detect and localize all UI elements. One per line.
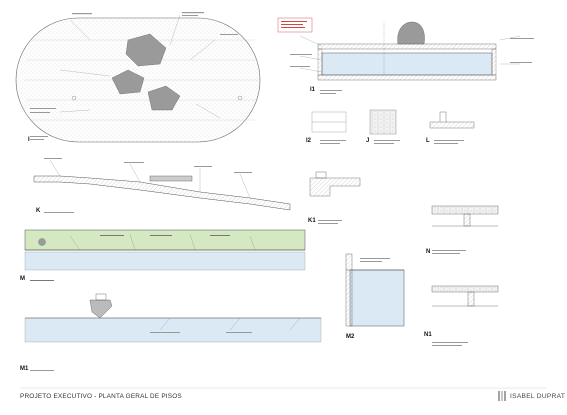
detail-label-m2: M2 [346, 334, 355, 340]
brand-name: ISABEL DUPRAT [510, 392, 566, 400]
water-area [24, 251, 306, 271]
detail-label-j: J [366, 138, 370, 144]
detail-label-k: K [36, 208, 41, 214]
rock-2 [111, 69, 145, 95]
brand-logo-icon [498, 391, 506, 401]
detail-k-section [33, 158, 291, 213]
detail-label-n: N [426, 249, 431, 255]
detail-label-l: L [426, 138, 430, 144]
detail-i-plan [15, 12, 261, 143]
detail-label-n1: N1 [424, 332, 432, 338]
detail-m1-section [24, 293, 322, 371]
detail-j [369, 109, 400, 144]
detail-i2 [311, 111, 347, 144]
detail-k1 [309, 171, 361, 224]
lawn-area [24, 229, 306, 251]
detail-i1-section [277, 17, 534, 94]
detail-n1 [431, 285, 499, 346]
detail-m2-section [345, 253, 405, 327]
brand-block: ISABEL DUPRAT [497, 389, 565, 403]
detail-label-m1: M1 [20, 366, 29, 372]
detail-m-section [24, 229, 306, 281]
water-area-m1 [24, 317, 322, 343]
rock-1 [125, 33, 167, 67]
detail-label-i1: I1 [310, 87, 316, 93]
rock-3 [147, 85, 181, 111]
boulder [397, 21, 425, 45]
detail-label-m: M [20, 276, 25, 282]
sheet-title: PROJETO EXECUTIVO - PLANTA GERAL DE PISO… [20, 393, 182, 400]
detail-label-i2: I2 [306, 138, 312, 144]
detail-label-k1: K1 [308, 218, 316, 224]
detail-label-i: I [28, 137, 30, 143]
detail-n [431, 205, 499, 254]
pool-water [321, 52, 493, 76]
detail-l [429, 111, 475, 144]
